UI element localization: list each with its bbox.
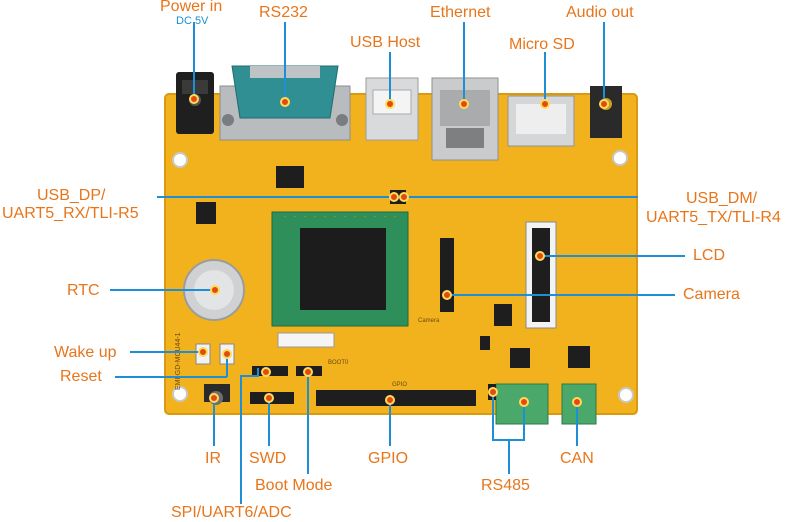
- label-usb-host: USB Host: [350, 34, 421, 51]
- label-lcd: LCD: [693, 247, 726, 264]
- mounting-holes: [172, 150, 634, 403]
- camera-silk: Camera: [418, 318, 440, 324]
- label-micro-sd: Micro SD: [509, 36, 575, 53]
- label-rs232: RS232: [259, 4, 308, 21]
- label-power-in: Power in: [160, 0, 223, 15]
- core-module: [271, 211, 409, 327]
- label-usb-dm-2: UART5_TX/TLI-R4: [646, 209, 781, 226]
- label-rtc: RTC: [67, 282, 100, 299]
- spi-connector: [277, 332, 335, 348]
- label-boot-mode: Boot Mode: [255, 477, 333, 494]
- label-reset: Reset: [60, 368, 102, 385]
- label-rs485: RS485: [481, 477, 530, 494]
- rj45-port-icon: [431, 77, 499, 161]
- label-ir: IR: [205, 450, 221, 467]
- label-spi-uart6-adc: SPI/UART6/ADC: [171, 504, 292, 521]
- camera-header: [440, 238, 454, 312]
- boot-silk: BOOT0: [328, 360, 349, 366]
- label-usb-dm-1: USB_DM/: [686, 190, 758, 207]
- board-name-silk: EMI-GD-MCU44-1: [175, 332, 182, 390]
- gpio-silk: GPIO: [392, 382, 407, 388]
- audio-jack-icon: [590, 86, 622, 138]
- label-usb-dp-1: USB_DP/: [37, 187, 106, 204]
- usb-port-icon: [365, 77, 419, 141]
- small-components: [196, 166, 590, 368]
- label-swd: SWD: [249, 450, 287, 467]
- gpio-header: [316, 390, 476, 406]
- label-usb-dp-2: UART5_RX/TLI-R5: [2, 205, 139, 222]
- label-ethernet: Ethernet: [430, 4, 491, 21]
- label-wake-up: Wake up: [54, 344, 117, 361]
- markers: [189, 94, 609, 407]
- label-power-spec: DC 5V: [176, 15, 209, 27]
- lcd-connector: [525, 221, 557, 329]
- label-gpio: GPIO: [368, 450, 409, 467]
- microsd-slot-icon: [507, 95, 575, 147]
- leader-lines: [110, 22, 685, 504]
- label-audio-out: Audio out: [566, 4, 634, 21]
- label-can: CAN: [560, 450, 594, 467]
- label-camera: Camera: [683, 286, 740, 303]
